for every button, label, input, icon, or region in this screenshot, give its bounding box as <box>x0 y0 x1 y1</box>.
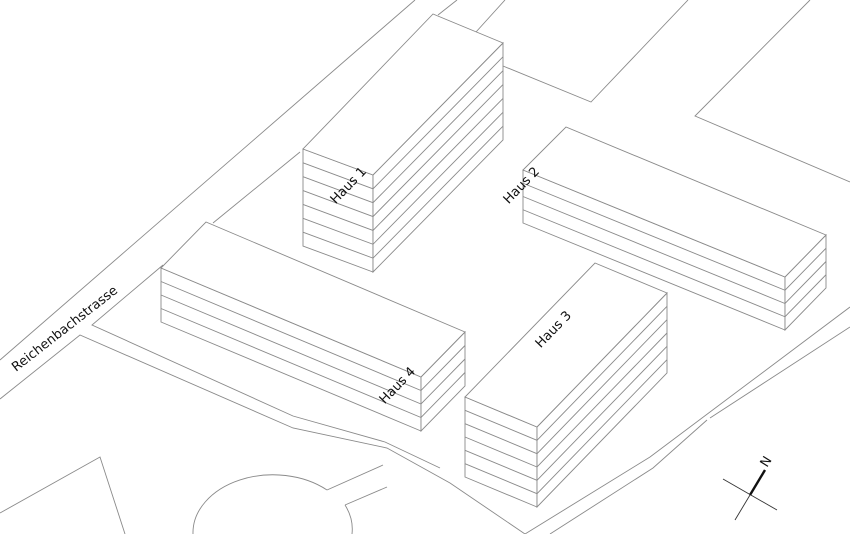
floor-line <box>302 84 504 218</box>
building-1: Haus 1 <box>302 13 504 274</box>
floor-line <box>160 281 466 392</box>
road-edge <box>344 486 388 506</box>
path-edge <box>212 151 301 224</box>
road-edge <box>709 326 850 419</box>
street-label: Reichenbachstrasse <box>9 283 121 375</box>
plot-edge <box>694 0 850 183</box>
building-roof <box>464 262 668 428</box>
floor-line <box>160 308 466 419</box>
road-edge <box>549 419 708 534</box>
roundabout <box>192 474 328 534</box>
floor-line <box>302 111 504 245</box>
plot-edge <box>0 456 126 534</box>
floor-line <box>302 56 504 190</box>
north-arrow-pointer <box>748 469 767 496</box>
floor-line <box>464 332 668 468</box>
north-arrow-tail <box>734 494 751 521</box>
floor-line <box>464 319 668 455</box>
floor-line <box>464 346 668 481</box>
floor-line <box>522 209 827 318</box>
plot-edge <box>502 0 689 103</box>
floor-line <box>302 70 504 204</box>
road-edge <box>326 464 384 491</box>
north-label: N <box>758 454 776 470</box>
building-roof <box>522 126 827 278</box>
street-edge <box>0 334 526 534</box>
building-roof <box>302 13 504 176</box>
floor-line <box>302 98 504 231</box>
floor-line <box>522 182 827 291</box>
floor-line <box>464 306 668 441</box>
floor-line <box>160 294 466 405</box>
street-edge <box>0 0 416 361</box>
north-arrow: N <box>722 454 778 521</box>
path-edge <box>475 0 506 33</box>
building-roof <box>160 221 466 378</box>
floor-line <box>302 125 504 259</box>
building-3: Haus 3 <box>464 262 668 509</box>
roundabout <box>344 504 353 534</box>
building-4: Haus 4 <box>160 221 466 433</box>
path-edge <box>437 0 458 16</box>
path-edge <box>91 264 441 469</box>
floor-line <box>464 359 668 495</box>
road-edge <box>524 306 850 534</box>
floor-line <box>522 196 827 305</box>
